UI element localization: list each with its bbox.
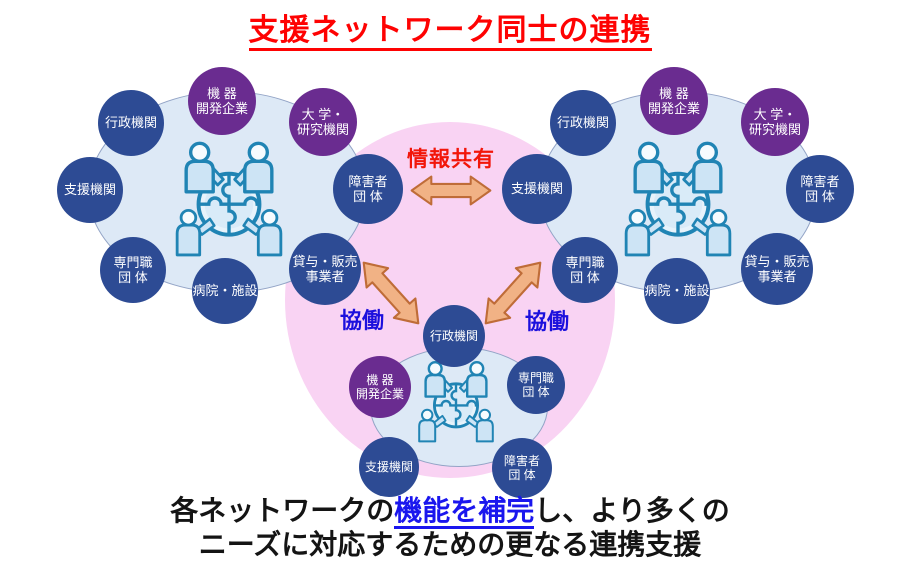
info-share-label: 情報共有: [407, 148, 495, 171]
node-university-research-institution: 大 学・ 研究機関: [289, 88, 357, 156]
node-professional-association: 専門職 団 体: [100, 237, 166, 303]
caption: 各ネットワークの機能を補完し、より多くの ニーズに対応するための更なる連携支援: [0, 494, 900, 561]
team-puzzle-icon: [412, 355, 500, 447]
node-device-development-company: 機 器 開発企業: [188, 67, 256, 135]
node-government-agency: 行政機関: [550, 90, 616, 156]
node-disability-organization: 障害者 団 体: [492, 438, 552, 498]
info-share-arrow-icon: [410, 174, 492, 207]
collab-right-label: 協働: [524, 309, 569, 334]
node-support-organization: 支援機関: [359, 437, 419, 497]
node-support-organization: 支援機関: [57, 157, 123, 223]
node-device-development-company: 機 器 開発企業: [349, 356, 411, 418]
node-rental-sales-business: 貸与・販売 事業者: [741, 233, 813, 305]
node-government-agency: 行政機関: [423, 305, 485, 367]
caption-line-2: ニーズに対応するための更なる連携支援: [198, 528, 702, 560]
collab-left-label: 協働: [339, 308, 384, 333]
team-puzzle-icon: [167, 133, 291, 263]
node-hospital-facility: 病院・施設: [192, 258, 258, 324]
node-disability-organization: 障害者 団 体: [333, 154, 403, 224]
node-support-organization: 支援機関: [502, 154, 572, 224]
caption-link: 機能を補完: [394, 495, 535, 529]
node-government-agency: 行政機関: [98, 90, 164, 156]
node-university-research-institution: 大 学・ 研究機関: [741, 88, 809, 156]
node-professional-association: 専門職 団 体: [507, 356, 565, 414]
node-rental-sales-business: 貸与・販売 事業者: [289, 233, 361, 305]
node-professional-association: 専門職 団 体: [552, 237, 618, 303]
node-disability-organization: 障害者 団 体: [786, 155, 854, 223]
node-device-development-company: 機 器 開発企業: [640, 67, 708, 135]
team-puzzle-icon: [616, 133, 740, 263]
node-hospital-facility: 病院・施設: [644, 258, 710, 324]
caption-line-1: 各ネットワークの機能を補完し、より多くの: [0, 494, 900, 529]
page-title: 支援ネットワーク同士の連携: [0, 5, 900, 51]
